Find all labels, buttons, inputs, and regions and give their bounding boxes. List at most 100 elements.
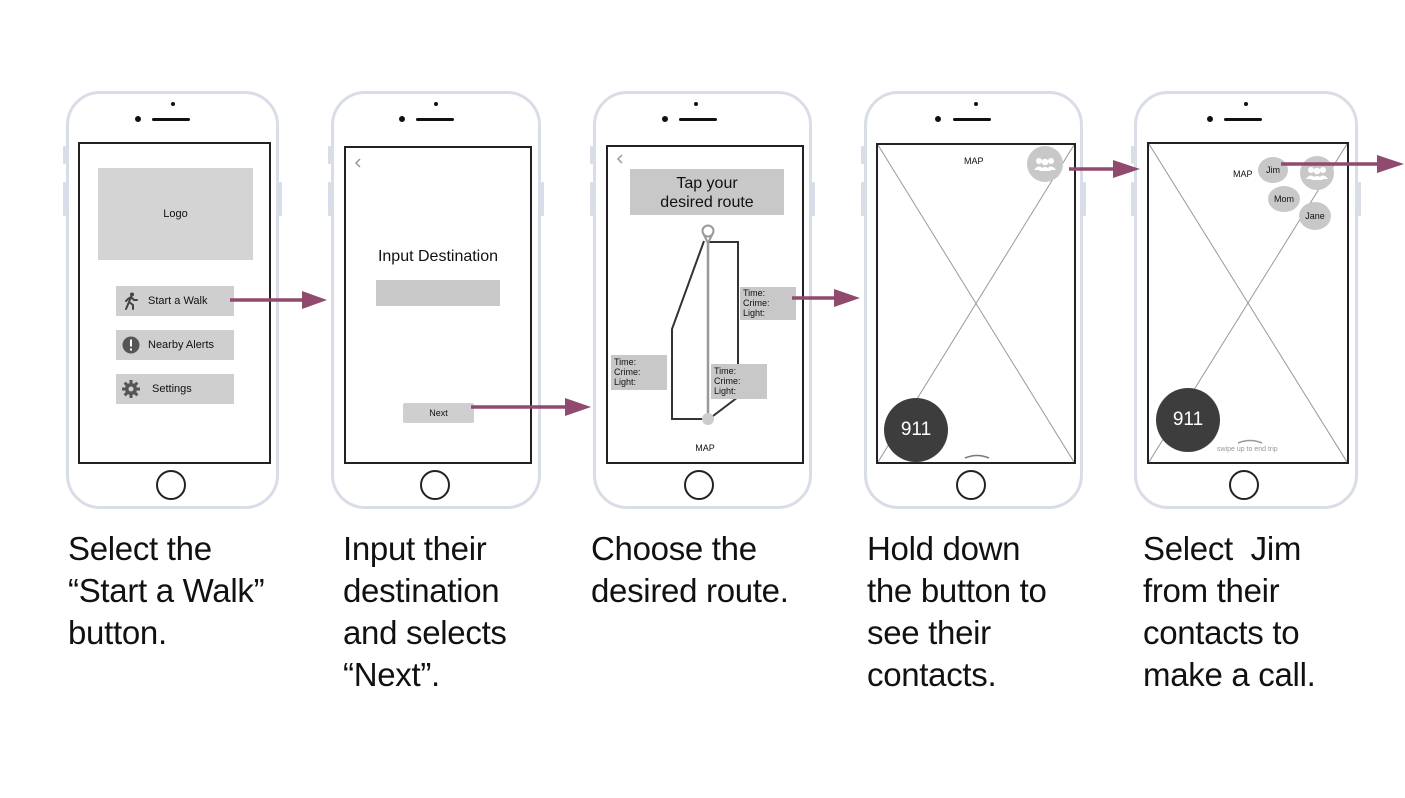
caption-line: Hold down — [867, 530, 1021, 567]
contacts-button[interactable] — [1027, 146, 1063, 182]
side-button — [279, 182, 282, 216]
route-crime-label: Crime: — [714, 376, 741, 386]
caption-line: the button to — [867, 572, 1047, 609]
caption-line: button. — [68, 614, 167, 651]
route-time-label: Time: — [714, 366, 737, 376]
walking-person-icon — [125, 292, 138, 310]
side-button — [63, 182, 66, 216]
map-label: MAP — [1233, 169, 1253, 179]
route-light-label: Light: — [614, 377, 637, 387]
start-walk-label: Start a Walk — [148, 295, 208, 307]
settings-label: Settings — [152, 383, 192, 395]
route-time-label: Time: — [614, 357, 637, 367]
emergency-911-button[interactable]: 911 — [884, 398, 948, 462]
route-light-label: Light: — [714, 386, 737, 396]
start-walk-button[interactable]: Start a Walk — [116, 286, 234, 316]
nearby-alerts-button[interactable]: Nearby Alerts — [116, 330, 234, 360]
contact-mom[interactable]: Mom — [1268, 186, 1300, 212]
camera-icon — [1207, 116, 1213, 122]
phone-3: Tap your desired route Time: Crime: Ligh… — [590, 91, 815, 509]
side-button — [812, 182, 815, 216]
nearby-alerts-label: Nearby Alerts — [148, 339, 215, 351]
side-button — [1083, 182, 1086, 216]
phone-screen: Tap your desired route Time: Crime: Ligh… — [606, 145, 804, 464]
front-sensor — [694, 102, 698, 106]
group-icon — [1034, 158, 1056, 171]
route-info-card[interactable]: Time: Crime: Light: — [740, 287, 796, 320]
side-button — [328, 146, 331, 164]
flow-arrow — [1281, 155, 1404, 173]
caption-line: destination — [343, 572, 500, 609]
home-button[interactable] — [956, 470, 986, 500]
gear-icon — [122, 380, 140, 398]
caption-line: make a call. — [1143, 656, 1316, 693]
side-button — [328, 182, 331, 216]
map-label: MAP — [695, 443, 715, 453]
camera-icon — [399, 116, 405, 122]
phone-4: MAP 911 — [861, 91, 1086, 509]
side-button — [1358, 182, 1361, 216]
camera-icon — [135, 116, 141, 122]
route-info-card[interactable]: Time: Crime: Light: — [711, 364, 767, 399]
caption-line: see their — [867, 614, 991, 651]
phone-screen: MAP Jim Mom Jane 911 swipe up to end tri — [1147, 142, 1349, 464]
phone-screen: Logo Start a Walk Nearby Alerts — [78, 142, 271, 464]
caption-line: Select Jim — [1143, 530, 1302, 567]
caption-step-4: Hold down the button to see their contac… — [867, 528, 1047, 696]
speaker-grille — [152, 118, 190, 121]
home-button[interactable] — [1229, 470, 1259, 500]
flow-arrow — [1069, 160, 1140, 178]
contact-name: Jane — [1305, 211, 1325, 221]
home-button[interactable] — [420, 470, 450, 500]
route-time-label: Time: — [743, 288, 766, 298]
home-button[interactable] — [156, 470, 186, 500]
side-button — [541, 182, 544, 216]
emergency-911-button[interactable]: 911 — [1156, 388, 1220, 452]
speaker-grille — [1224, 118, 1262, 121]
emergency-911-label: 911 — [900, 419, 932, 440]
side-button — [590, 146, 593, 164]
caption-line: “Next”. — [343, 656, 440, 693]
contacts-button[interactable] — [1300, 156, 1334, 190]
logo-label: Logo — [163, 208, 188, 220]
alert-icon — [122, 336, 140, 354]
next-label: Next — [429, 408, 448, 418]
caption-line: contacts to — [1143, 614, 1300, 651]
side-button — [1131, 182, 1134, 216]
phone-2: Input Destination Next — [328, 91, 544, 509]
emergency-911-label: 911 — [1172, 409, 1204, 430]
caption-line: and selects — [343, 614, 507, 651]
camera-icon — [935, 116, 941, 122]
contact-jim[interactable]: Jim — [1258, 157, 1288, 183]
home-button[interactable] — [684, 470, 714, 500]
front-sensor — [974, 102, 978, 106]
speaker-grille — [416, 118, 454, 121]
swipe-handle-icon[interactable] — [1237, 438, 1263, 444]
contact-name: Mom — [1274, 194, 1294, 204]
destination-input[interactable] — [376, 280, 500, 306]
side-button — [861, 146, 864, 164]
caption-line: Choose the — [591, 530, 757, 567]
settings-button[interactable]: Settings — [116, 374, 234, 404]
phone-screen: MAP 911 — [876, 143, 1076, 464]
side-button — [1131, 146, 1134, 164]
flow-arrow — [230, 291, 327, 309]
caption-step-2: Input their destination and selects “Nex… — [343, 528, 507, 696]
swipe-handle-icon[interactable] — [964, 453, 990, 459]
chevron-left-icon[interactable] — [616, 154, 624, 164]
contact-jane[interactable]: Jane — [1299, 202, 1331, 230]
route-instruction-box: Tap your desired route — [630, 169, 784, 215]
contact-name: Jim — [1266, 165, 1280, 175]
group-icon — [1306, 167, 1328, 180]
caption-line: desired route. — [591, 572, 789, 609]
map-label: MAP — [964, 156, 984, 166]
chevron-left-icon[interactable] — [354, 158, 362, 168]
route-light-label: Light: — [743, 308, 766, 318]
logo-placeholder: Logo — [98, 168, 253, 260]
caption-step-3: Choose the desired route. — [591, 528, 789, 612]
caption-line: from their — [1143, 572, 1280, 609]
route-info-card[interactable]: Time: Crime: Light: — [611, 355, 667, 390]
next-button[interactable]: Next — [403, 403, 474, 423]
caption-line: Select the — [68, 530, 212, 567]
